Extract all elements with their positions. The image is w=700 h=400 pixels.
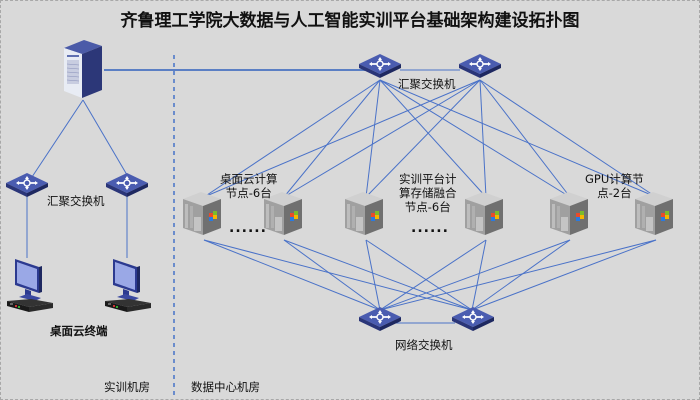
gpu-node-1[interactable] <box>548 189 590 241</box>
link-core-server <box>379 79 657 198</box>
terminal-1[interactable] <box>5 255 55 317</box>
switch-icon <box>452 307 494 331</box>
link-net-server <box>471 239 571 311</box>
zone-label-datacenter: 数据中心机房 <box>191 380 260 394</box>
link-net-server <box>203 239 473 311</box>
diagram-title: 齐鲁理工学院大数据与人工智能实训平台基础架构建设拓扑图 <box>120 11 580 31</box>
network-switch-2[interactable] <box>450 305 496 335</box>
link-core-server <box>283 79 481 198</box>
link-net-server <box>283 239 473 311</box>
link-core-server <box>479 79 571 198</box>
link-net-server <box>379 239 487 311</box>
switch-icon <box>359 307 401 331</box>
tower-server-icon <box>635 192 673 235</box>
link-core-server <box>283 79 381 198</box>
network-switch-1[interactable] <box>357 305 403 335</box>
link-core-server <box>203 79 381 198</box>
link-net-server <box>365 239 381 311</box>
training-node-1[interactable] <box>343 189 385 241</box>
tower-server-icon <box>465 192 503 235</box>
link-net-server <box>203 239 381 311</box>
network-switch-label: 网络交换机 <box>395 338 453 352</box>
tower-server-icon <box>345 192 383 235</box>
left-switch-1[interactable] <box>4 171 50 201</box>
link-core-server <box>365 79 481 198</box>
tower-server-icon <box>183 192 221 235</box>
tower-server-icon <box>550 192 588 235</box>
core-switch-2[interactable] <box>457 52 503 82</box>
link-core-server <box>479 79 657 198</box>
switch-icon <box>6 173 48 197</box>
link-core-server <box>365 79 381 198</box>
link-net-server <box>379 239 571 311</box>
core-switch-1[interactable] <box>357 52 403 82</box>
link-net-server <box>471 239 657 311</box>
desktop-cloud-node-2[interactable] <box>262 189 304 241</box>
gpu-node-2[interactable] <box>633 189 675 241</box>
link-net-server <box>471 239 487 311</box>
core-switch-label: 汇聚交换机 <box>398 77 456 91</box>
link-core-server <box>479 79 487 198</box>
gpu-node-label: GPU计算节 点-2台 <box>585 172 644 200</box>
link-core-server <box>203 79 481 198</box>
zone-label-training-room: 实训机房 <box>104 380 150 394</box>
link-server-left-sw2 <box>82 99 131 181</box>
monitor-terminal-icon <box>7 259 53 312</box>
training-node-label: 实训平台计 算存储融合 节点-6台 <box>399 172 457 214</box>
switch-icon <box>106 173 148 197</box>
tower-server-icon <box>264 192 302 235</box>
left-switch-label: 汇聚交换机 <box>47 194 105 208</box>
switch-icon <box>359 54 401 78</box>
left-switch-2[interactable] <box>104 171 150 201</box>
link-core-server <box>379 79 487 198</box>
rack-server-icon[interactable] <box>62 38 107 104</box>
desktop-cloud-node-1[interactable] <box>181 189 223 241</box>
link-net-server <box>283 239 381 311</box>
link-net-server <box>379 239 657 311</box>
switch-icon <box>459 54 501 78</box>
training-node-2[interactable] <box>463 189 505 241</box>
link-core-server <box>379 79 571 198</box>
training-node-ellipsis: ...... <box>411 220 449 236</box>
monitor-terminal-icon <box>105 259 151 312</box>
link-server-left-sw1 <box>29 99 84 181</box>
desktop-cloud-ellipsis: ...... <box>229 220 267 236</box>
terminal-2[interactable] <box>103 255 153 317</box>
desktop-cloud-label: 桌面云计算 节点-6台 <box>220 172 278 200</box>
terminal-label: 桌面云终端 <box>50 324 108 338</box>
link-net-server <box>365 239 473 311</box>
